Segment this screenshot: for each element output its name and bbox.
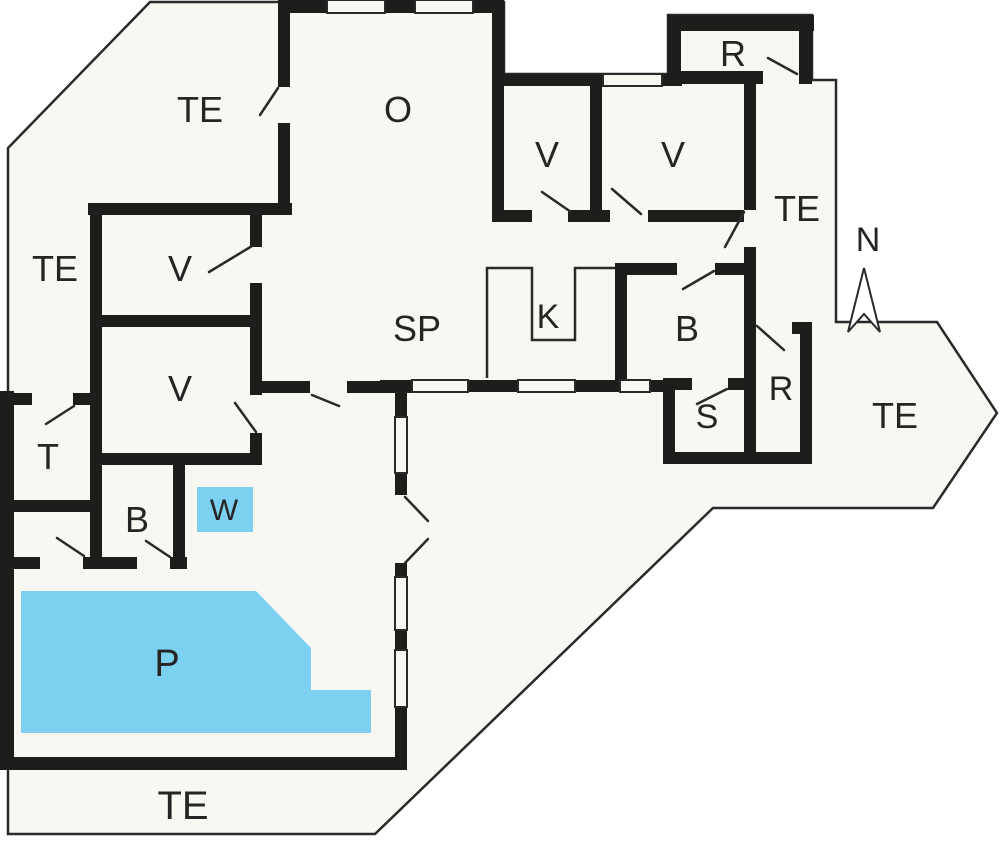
wall xyxy=(0,391,14,770)
wall xyxy=(90,453,262,465)
labels-group: TE O V V R TE V V SP K B TE R S TE T B W… xyxy=(32,33,918,828)
door-swing xyxy=(540,190,573,214)
window xyxy=(411,379,469,393)
door-swing xyxy=(403,537,430,565)
room-label-k: K xyxy=(537,298,560,336)
wall xyxy=(668,15,814,31)
wall xyxy=(663,452,812,464)
door-opening xyxy=(692,378,728,390)
compass-north-arrow-icon xyxy=(847,267,881,333)
room-label-r-right: R xyxy=(769,370,794,408)
room-label-te-top-left: TE xyxy=(177,89,223,130)
windows-group xyxy=(326,0,663,708)
room-label-v-top-2: V xyxy=(661,134,685,175)
room-label-v-top-1: V xyxy=(535,134,559,175)
room-label-r-top: R xyxy=(720,33,746,74)
door-swing xyxy=(681,269,716,291)
wall xyxy=(0,500,102,512)
pool-shape xyxy=(21,591,371,733)
door-swing xyxy=(755,324,786,352)
room-label-s: S xyxy=(696,398,719,436)
wall xyxy=(90,315,262,327)
wall xyxy=(615,263,627,392)
room-label-v-left-1: V xyxy=(168,248,192,289)
window xyxy=(326,0,386,14)
room-label-o: O xyxy=(384,89,412,130)
wall xyxy=(799,15,812,84)
door-opening xyxy=(395,495,407,563)
wall xyxy=(663,378,675,464)
room-label-sp: SP xyxy=(393,308,441,349)
door-swing xyxy=(258,86,280,117)
window xyxy=(517,379,576,393)
wall xyxy=(800,322,812,464)
wall xyxy=(173,465,185,557)
compass: N xyxy=(847,221,881,333)
room-label-t: T xyxy=(37,436,59,477)
room-label-te-bottom: TE xyxy=(157,784,208,828)
door-openings-group xyxy=(32,71,799,569)
door-opening xyxy=(310,381,347,393)
room-label-v-left-2: V xyxy=(168,368,192,409)
wall xyxy=(0,757,407,770)
window xyxy=(394,416,408,474)
room-label-b-right: B xyxy=(675,308,699,349)
door-opening xyxy=(756,322,792,334)
pool-group xyxy=(21,487,371,733)
room-label-p: P xyxy=(154,643,179,685)
wall xyxy=(590,85,602,210)
w-marker xyxy=(197,487,253,532)
door-swing xyxy=(55,536,86,558)
kitchen-counter xyxy=(485,266,615,378)
door-swing xyxy=(695,387,729,406)
door-opening xyxy=(278,87,290,123)
room-label-te-east: TE xyxy=(774,188,820,229)
door-swing xyxy=(207,244,254,274)
door-swing xyxy=(233,401,258,434)
room-label-b-left: B xyxy=(125,499,149,540)
room-label-te-right: TE xyxy=(872,395,918,436)
wall xyxy=(744,80,756,463)
door-opening xyxy=(40,557,83,569)
door-opening xyxy=(677,263,715,275)
door-swing xyxy=(610,187,643,216)
window xyxy=(394,649,408,708)
door-opening xyxy=(610,210,648,222)
door-swing xyxy=(310,393,341,408)
room-label-te-left: TE xyxy=(32,248,78,289)
door-swing xyxy=(144,539,172,559)
wall xyxy=(90,203,102,557)
door-swing xyxy=(766,56,799,76)
door-swing xyxy=(403,495,430,523)
door-swing xyxy=(44,404,76,426)
door-opening xyxy=(250,395,262,433)
window xyxy=(394,576,408,631)
door-opening xyxy=(744,210,756,247)
door-opening xyxy=(763,71,799,84)
window xyxy=(619,379,651,393)
room-label-w: W xyxy=(210,494,239,527)
wall xyxy=(668,15,681,85)
window xyxy=(414,0,474,14)
door-swings-group xyxy=(44,56,799,565)
window xyxy=(602,73,663,87)
wall xyxy=(88,203,292,215)
door-opening xyxy=(137,557,170,569)
door-opening xyxy=(32,393,73,405)
door-swing xyxy=(723,210,746,249)
door-opening xyxy=(532,210,568,222)
compass-north-label: N xyxy=(856,221,881,259)
door-opening xyxy=(250,247,262,283)
wall xyxy=(492,0,504,222)
